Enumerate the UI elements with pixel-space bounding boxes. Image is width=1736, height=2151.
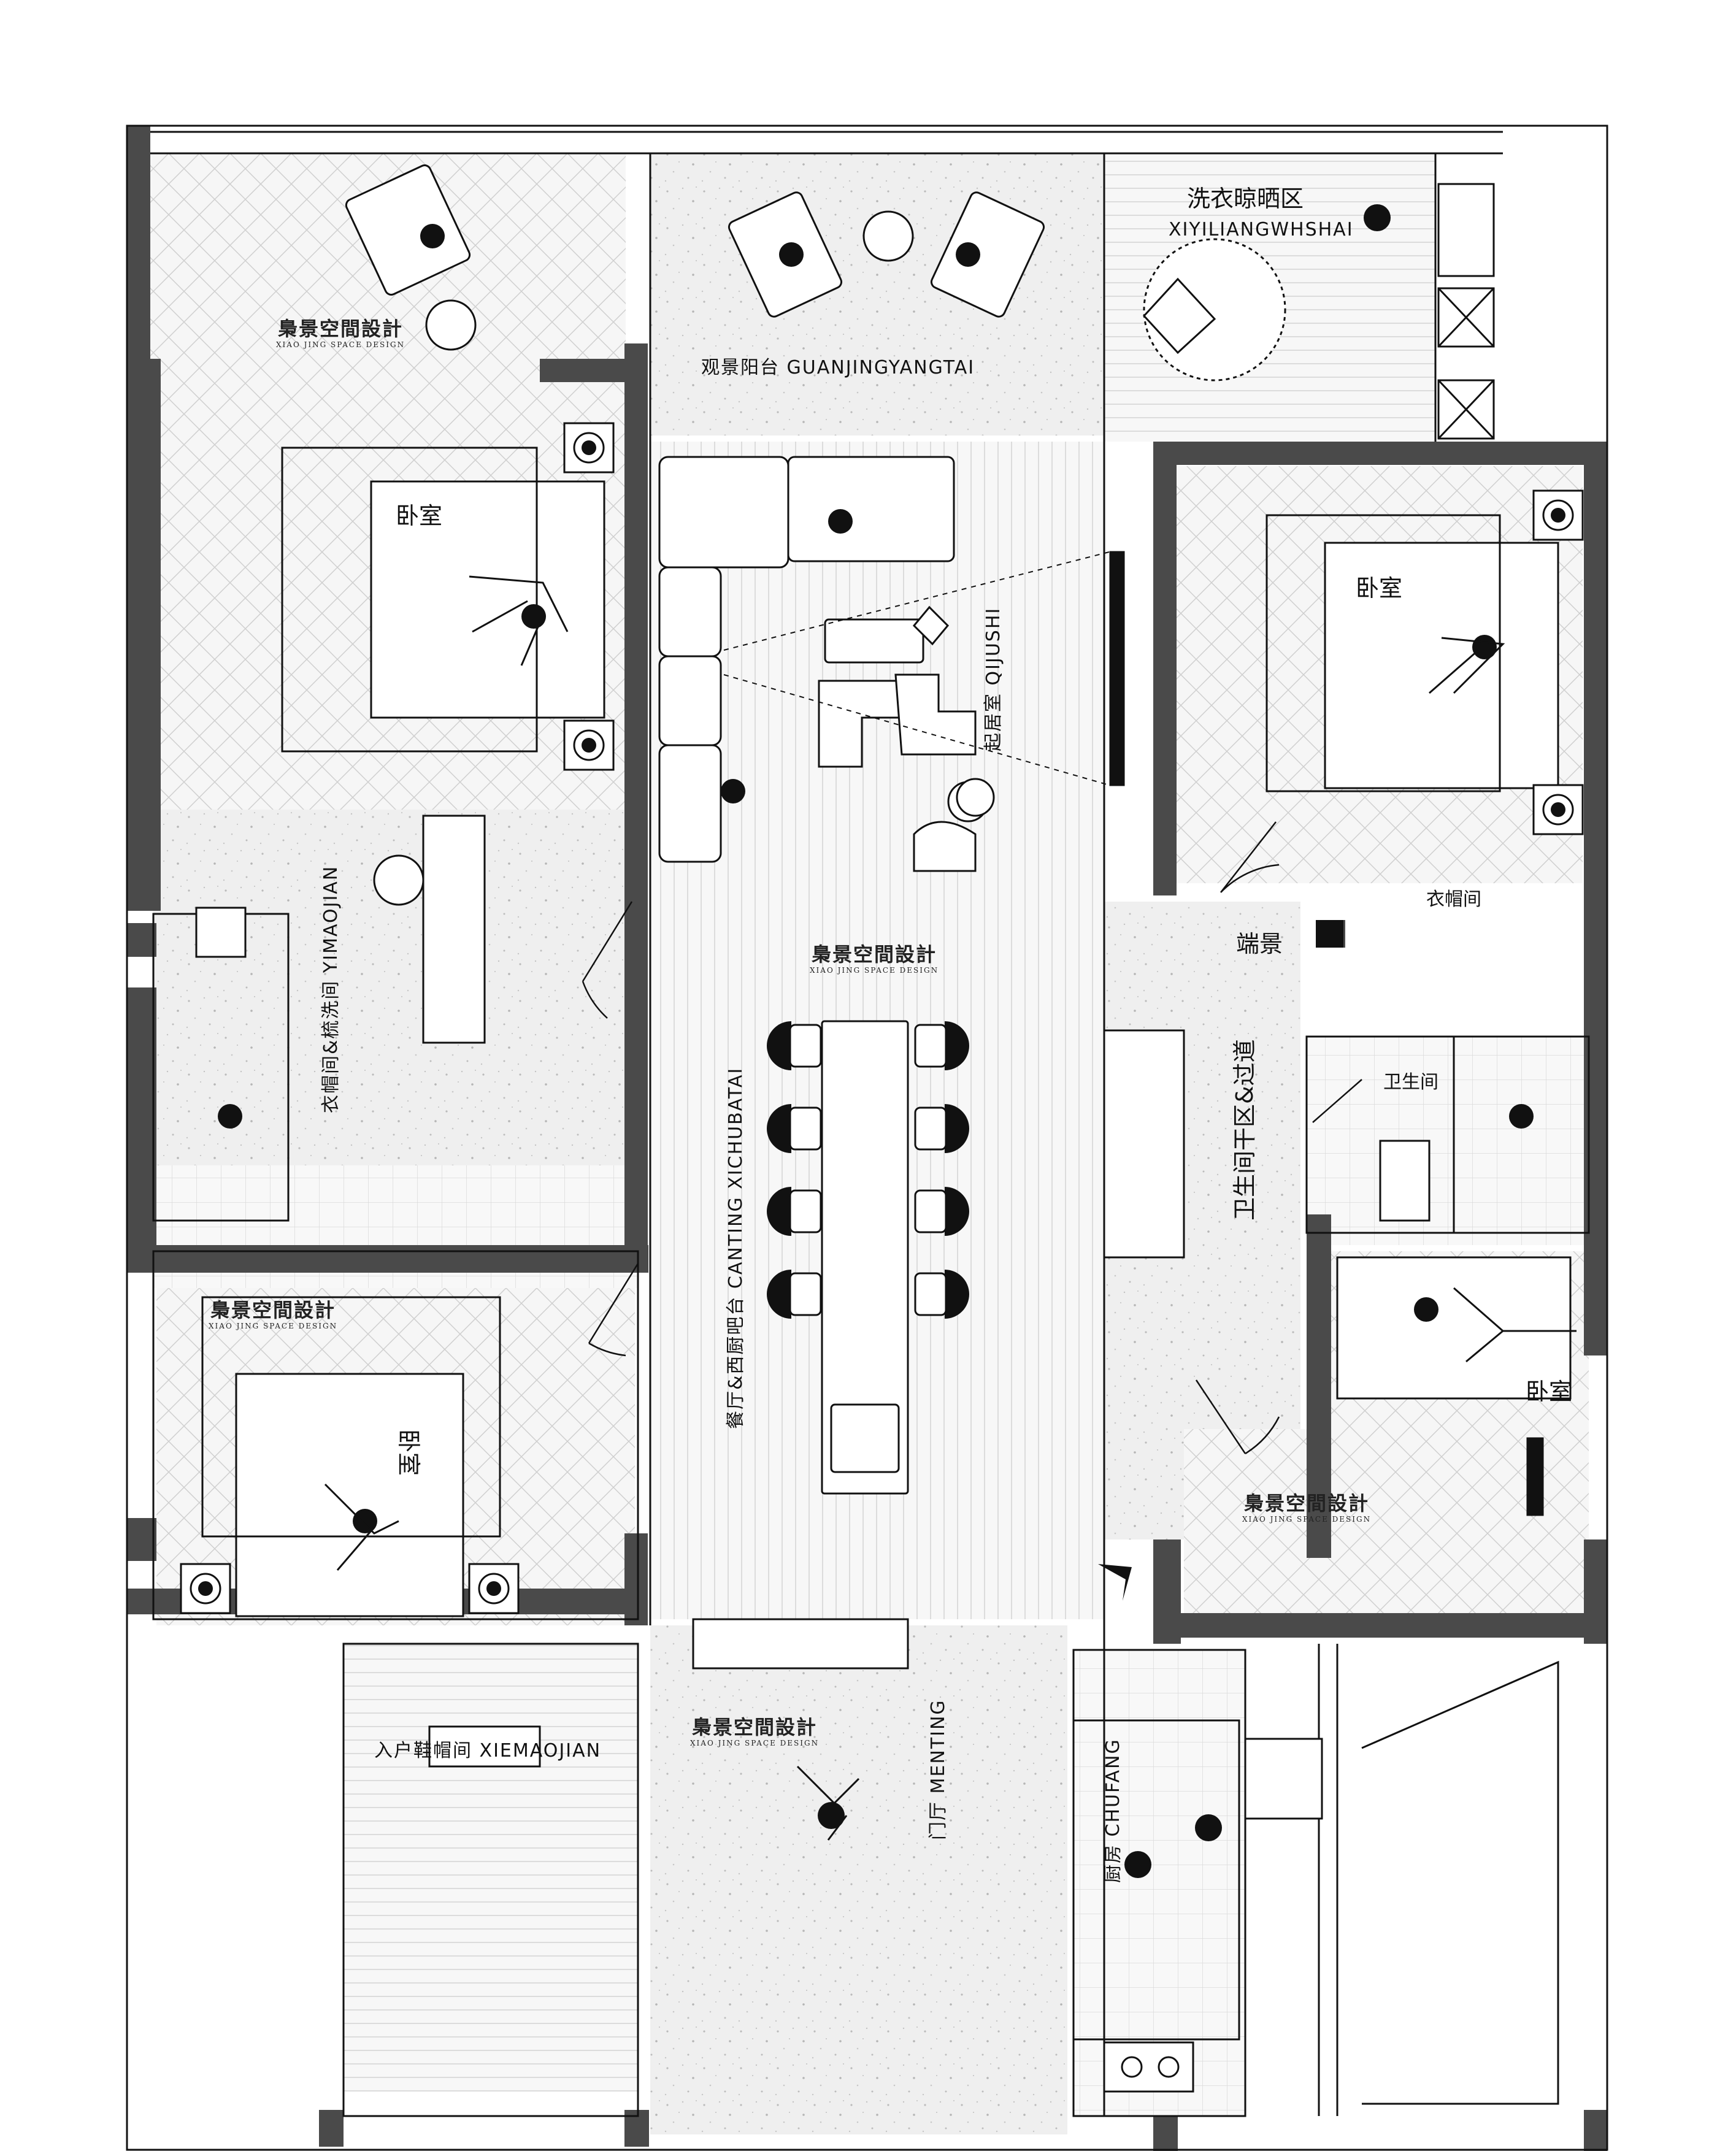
bedroom-sw-label: 卧室 xyxy=(395,1429,422,1476)
viewing-balcony-label: 观景阳台 GUANJINGYANGTAI xyxy=(701,357,975,378)
dining-bar-label: 餐厅&西厨吧台 CANTING XICHUBATAI xyxy=(725,1067,747,1429)
nightstand-icon xyxy=(1532,784,1584,835)
feature-wall-label: 端景 xyxy=(1236,930,1283,957)
wardrobe-wash-label: 衣帽间&梳洗间 YIMAOJIAN xyxy=(320,865,342,1113)
cloakroom-label: 衣帽间 xyxy=(1426,889,1481,910)
bedroom-nw-label: 卧室 xyxy=(396,502,443,529)
chair-icon xyxy=(914,1268,970,1320)
chair-icon xyxy=(914,1186,970,1237)
chair-icon xyxy=(766,1186,822,1237)
chair-icon xyxy=(766,1103,822,1154)
chair-icon xyxy=(914,1020,970,1072)
foyer-label: 门厅 MENTING xyxy=(928,1699,949,1840)
entry-cloak-label: 入户鞋帽间 XIEMAOJIAN xyxy=(374,1740,602,1762)
kitchen-label: 厨房 CHUFANG xyxy=(1102,1738,1124,1883)
nightstand-icon xyxy=(563,719,615,771)
laundry-area-en-label: XIYILIANGWHSHAI xyxy=(1169,219,1354,240)
walls xyxy=(127,126,1607,2151)
bedroom-se-label: 卧室 xyxy=(1526,1378,1573,1405)
nightstand-icon xyxy=(180,1563,231,1614)
bedroom-ne-label: 卧室 xyxy=(1356,575,1403,602)
chair-icon xyxy=(914,1103,970,1154)
chair-icon xyxy=(766,1268,822,1320)
laundry-area-label: 洗衣晾晒区 xyxy=(1187,185,1304,212)
nightstand-icon xyxy=(468,1563,520,1614)
living-room-label: 起居室 QIJUSHI xyxy=(983,607,1004,751)
bathroom-label: 卫生间 xyxy=(1383,1072,1438,1093)
dry-area-label: 卫生间干区&过道 xyxy=(1231,1039,1258,1221)
chair-icon xyxy=(766,1020,822,1072)
nightstand-icon xyxy=(563,422,615,474)
nightstand-icon xyxy=(1532,489,1584,541)
